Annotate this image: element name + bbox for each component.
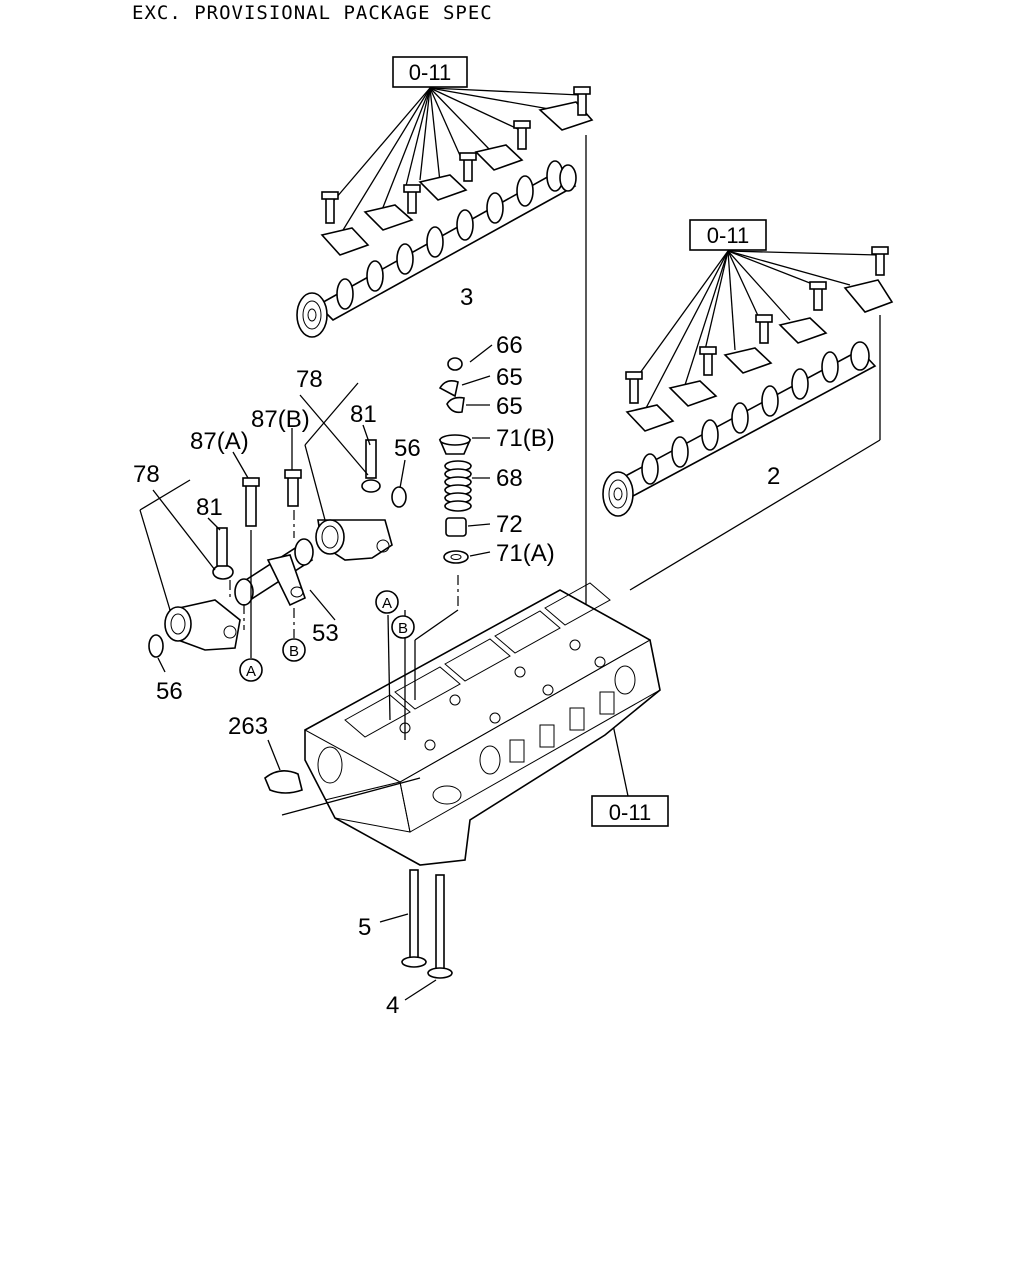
label-263: 263 — [228, 713, 268, 740]
label-5: 5 — [358, 914, 371, 941]
label-65-lower: 65 — [496, 393, 523, 420]
label-81-right: 81 — [350, 401, 377, 428]
marker-a-left: A — [239, 658, 263, 682]
valve-4[interactable] — [427, 874, 453, 979]
header-title: EXC. PROVISIONAL PACKAGE SPEC — [132, 2, 493, 24]
reference-box-top[interactable]: 0-11 — [392, 56, 468, 88]
label-81-left: 81 — [196, 494, 223, 521]
svg-text:A: A — [382, 595, 392, 612]
label-65-upper: 65 — [496, 364, 523, 391]
label-56-right: 56 — [394, 435, 421, 462]
marker-b-head: B — [391, 615, 415, 639]
label-78-right: 78 — [296, 366, 323, 393]
label-87a: 87(A) — [190, 428, 249, 455]
rocker-shaft-53[interactable] — [234, 469, 314, 607]
valve-5[interactable] — [401, 869, 427, 968]
reference-box-bottom[interactable]: 0-11 — [591, 795, 669, 827]
label-53: 53 — [312, 620, 339, 647]
camshaft-lower[interactable] — [602, 341, 877, 517]
reference-box-top-label: 0-11 — [409, 60, 451, 85]
label-56-left: 56 — [156, 678, 183, 705]
valve-stack — [438, 344, 493, 610]
reference-box-bottom-label: 0-11 — [609, 800, 651, 825]
label-72: 72 — [496, 511, 523, 538]
rocker-assembly-right[interactable] — [315, 439, 407, 561]
leaders-top-box — [329, 87, 581, 236]
leaders-right-box — [634, 250, 879, 411]
label-66: 66 — [496, 332, 523, 359]
svg-text:B: B — [398, 620, 408, 637]
label-78-left: 78 — [133, 461, 160, 488]
label-2: 2 — [767, 463, 780, 490]
label-87b: 87(B) — [251, 406, 310, 433]
rocker-leaders — [139, 382, 406, 673]
label-71b: 71(B) — [496, 425, 555, 452]
bearing-caps-lower — [625, 246, 894, 432]
label-3: 3 — [460, 284, 473, 311]
cylinder-head[interactable] — [303, 582, 661, 866]
plug-263[interactable] — [264, 739, 421, 816]
label-4: 4 — [386, 992, 399, 1019]
reference-box-right-label: 0-11 — [707, 223, 749, 248]
marker-a-head: A — [375, 590, 399, 614]
bearing-caps-upper — [320, 86, 594, 256]
label-71a: 71(A) — [496, 540, 555, 567]
svg-text:A: A — [246, 663, 256, 680]
reference-box-right[interactable]: 0-11 — [689, 219, 767, 251]
svg-text:B: B — [289, 643, 299, 660]
marker-b-left: B — [282, 638, 306, 662]
rocker-assembly-left[interactable] — [148, 527, 241, 658]
camshaft-upper[interactable] — [296, 160, 577, 338]
label-68: 68 — [496, 465, 523, 492]
